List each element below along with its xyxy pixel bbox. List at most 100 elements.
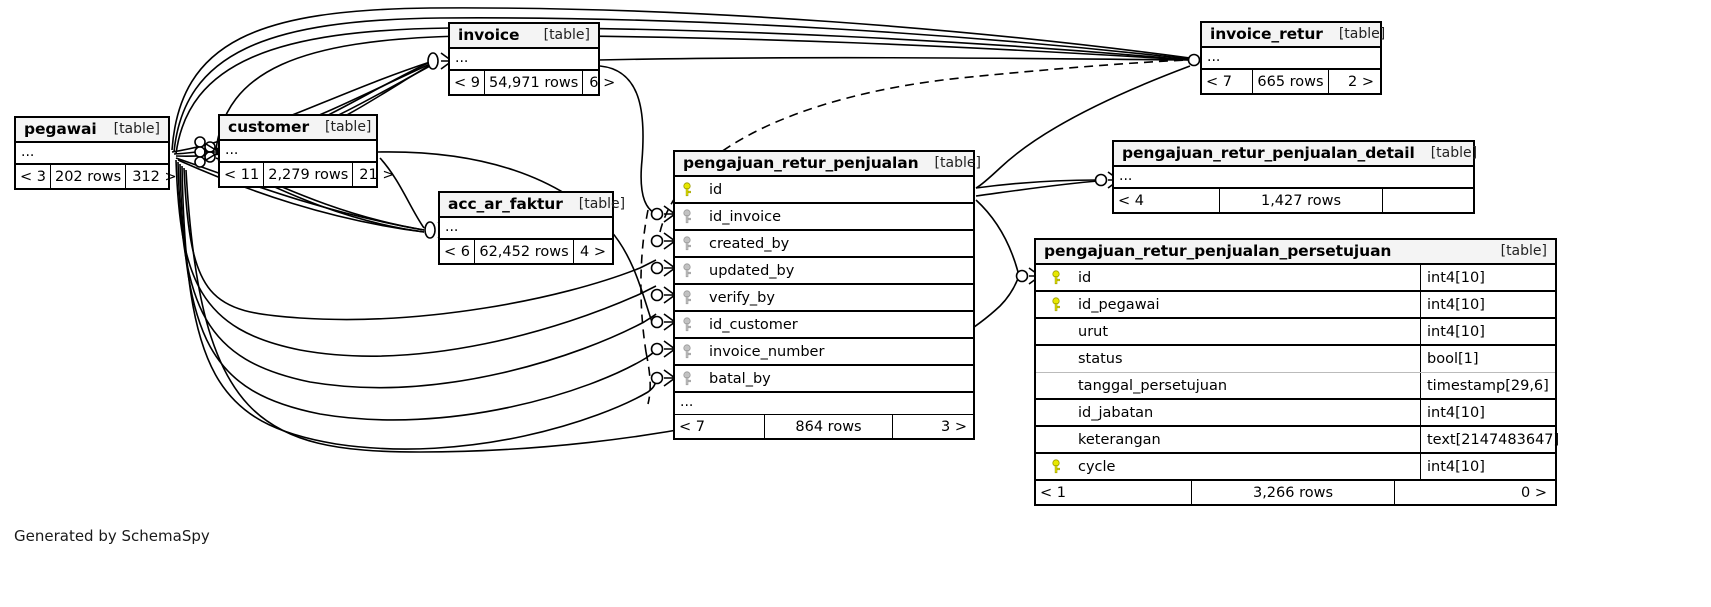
column-name: id bbox=[1078, 269, 1092, 286]
incoming-relations-count: < 9 bbox=[450, 71, 485, 94]
column-type: text[2147483647] bbox=[1420, 427, 1559, 452]
column-type: bool[1] bbox=[1420, 346, 1555, 372]
incoming-relations-count: < 11 bbox=[220, 163, 265, 186]
table-footer-invoice-retur: < 7 665 rows 2 > bbox=[1202, 70, 1380, 93]
incoming-relations-count: < 1 bbox=[1036, 481, 1192, 504]
column-name: id bbox=[709, 181, 723, 198]
table-node-pengajuan-retur-penjualan[interactable]: pengajuan_retur_penjualan [table] id id_… bbox=[673, 150, 981, 440]
incoming-relations-count: < 6 bbox=[440, 240, 475, 263]
column-row[interactable]: cycle int4[10] bbox=[1036, 454, 1555, 481]
column-row[interactable]: id int4[10] bbox=[1036, 265, 1555, 292]
table-title-invoice: invoice [table] bbox=[450, 24, 598, 49]
table-columns-ellipsis: ... bbox=[450, 49, 598, 71]
table-node-acc-ar-faktur[interactable]: acc_ar_faktur [table] ... < 6 62,452 row… bbox=[438, 191, 625, 265]
table-footer-pengajuan-retur-penjualan-detail: < 4 1,427 rows bbox=[1114, 189, 1473, 212]
table-node-pegawai[interactable]: pegawai [table] ... < 3 202 rows 312 > bbox=[14, 116, 177, 190]
column-name: updated_by bbox=[709, 262, 795, 279]
column-row[interactable]: invoice_number bbox=[675, 339, 973, 366]
column-name-cell: status bbox=[1036, 346, 1420, 372]
column-row[interactable]: updated_by bbox=[675, 258, 973, 285]
column-name: id_pegawai bbox=[1078, 296, 1160, 313]
table-columns-ellipsis: ... bbox=[16, 143, 168, 165]
foreign-key-icon bbox=[675, 289, 701, 306]
table-node-pengajuan-retur-penjualan-detail[interactable]: pengajuan_retur_penjualan_detail [table]… bbox=[1112, 140, 1478, 214]
table-node-invoice-retur[interactable]: invoice_retur [table] ... < 7 665 rows 2… bbox=[1200, 21, 1385, 95]
column-row[interactable]: id_invoice bbox=[675, 204, 973, 231]
foreign-key-icon bbox=[675, 316, 701, 333]
outgoing-relations-count: 3 > bbox=[941, 418, 967, 435]
table-footer-invoice: < 9 54,971 rows 6 > bbox=[450, 71, 615, 94]
incoming-relations-count: < 7 bbox=[675, 415, 765, 438]
column-name: urut bbox=[1078, 323, 1109, 340]
column-type: int4[10] bbox=[1420, 265, 1555, 290]
row-count: 62,452 rows bbox=[475, 240, 575, 263]
outgoing-relations-count: 21 > bbox=[359, 166, 395, 183]
table-footer-customer: < 11 2,279 rows 21 > bbox=[220, 163, 395, 186]
outgoing-relations-count: 4 > bbox=[580, 243, 606, 260]
row-count: 54,971 rows bbox=[485, 71, 584, 94]
column-row[interactable]: id_jabatan int4[10] bbox=[1036, 400, 1555, 427]
column-name-cell: urut bbox=[1036, 319, 1420, 344]
row-count: 864 rows bbox=[765, 415, 893, 438]
table-columns-ellipsis: ... bbox=[220, 141, 376, 163]
table-title-customer: customer [table] bbox=[220, 116, 376, 141]
table-footer-pengajuan-retur-penjualan: < 7 864 rows 3 > bbox=[675, 415, 973, 438]
column-name-cell: keterangan bbox=[1036, 427, 1420, 452]
column-name-cell: id_pegawai bbox=[1036, 292, 1420, 317]
outgoing-relations-count: 312 > bbox=[132, 168, 177, 185]
row-count: 1,427 rows bbox=[1220, 189, 1383, 212]
column-name: id_jabatan bbox=[1078, 404, 1154, 421]
column-name: created_by bbox=[709, 235, 790, 252]
table-type-label: [table] bbox=[578, 196, 626, 212]
table-name-label: customer bbox=[228, 118, 310, 136]
table-node-customer[interactable]: customer [table] ... < 11 2,279 rows 21 … bbox=[218, 114, 395, 188]
table-title-pengajuan-retur-penjualan: pengajuan_retur_penjualan [table] bbox=[675, 152, 981, 177]
column-row[interactable]: urut int4[10] bbox=[1036, 319, 1555, 346]
column-row[interactable]: keterangan text[2147483647] bbox=[1036, 427, 1559, 454]
table-title-pengajuan-retur-penjualan-persetujuan: pengajuan_retur_penjualan_persetujuan [t… bbox=[1036, 240, 1555, 265]
column-row[interactable]: status bool[1] bbox=[1036, 346, 1555, 373]
primary-key-icon bbox=[675, 181, 701, 198]
row-count: 202 rows bbox=[51, 165, 127, 188]
column-name: cycle bbox=[1078, 458, 1116, 475]
row-count: 665 rows bbox=[1253, 70, 1329, 93]
column-name: verify_by bbox=[709, 289, 775, 306]
column-type: int4[10] bbox=[1420, 400, 1555, 425]
foreign-key-icon bbox=[675, 262, 701, 279]
table-node-invoice[interactable]: invoice [table] ... < 9 54,971 rows 6 > bbox=[448, 22, 615, 96]
incoming-relations-count: < 4 bbox=[1114, 189, 1220, 212]
column-name: id_invoice bbox=[709, 208, 782, 225]
column-name-cell: id bbox=[1036, 265, 1420, 290]
column-name: keterangan bbox=[1078, 431, 1161, 448]
primary-key-icon bbox=[1044, 296, 1070, 313]
table-title-acc-ar-faktur: acc_ar_faktur [table] bbox=[440, 193, 625, 218]
table-name-label: pengajuan_retur_penjualan_detail bbox=[1122, 144, 1415, 162]
table-name-label: invoice_retur bbox=[1210, 25, 1323, 43]
table-footer-acc-ar-faktur: < 6 62,452 rows 4 > bbox=[440, 240, 612, 263]
table-columns-ellipsis: ... bbox=[1202, 48, 1380, 70]
column-type: int4[10] bbox=[1420, 292, 1555, 317]
column-row[interactable]: tanggal_persetujuan timestamp[29,6] bbox=[1036, 373, 1555, 400]
column-row[interactable]: batal_by bbox=[675, 366, 973, 393]
table-type-label: [table] bbox=[1430, 145, 1478, 161]
primary-key-icon bbox=[1044, 458, 1070, 475]
foreign-key-icon bbox=[675, 235, 701, 252]
column-name-cell: tanggal_persetujuan bbox=[1036, 373, 1420, 398]
table-node-pengajuan-retur-penjualan-persetujuan[interactable]: pengajuan_retur_penjualan_persetujuan [t… bbox=[1034, 238, 1559, 506]
column-row[interactable]: id bbox=[675, 177, 973, 204]
column-name: status bbox=[1078, 351, 1123, 367]
outgoing-relations-count: 2 > bbox=[1348, 73, 1374, 90]
column-row[interactable]: created_by bbox=[675, 231, 973, 258]
row-count: 2,279 rows bbox=[264, 163, 354, 186]
generated-by-label: Generated by SchemaSpy bbox=[14, 527, 210, 545]
table-type-label: [table] bbox=[113, 121, 160, 137]
column-type: int4[10] bbox=[1420, 319, 1555, 344]
incoming-relations-count: < 3 bbox=[16, 165, 51, 188]
table-title-invoice-retur: invoice_retur [table] bbox=[1202, 23, 1385, 48]
column-name: id_customer bbox=[709, 316, 798, 333]
column-row[interactable]: id_customer bbox=[675, 312, 973, 339]
foreign-key-icon bbox=[675, 370, 701, 387]
column-row[interactable]: id_pegawai int4[10] bbox=[1036, 292, 1555, 319]
column-row[interactable]: verify_by bbox=[675, 285, 973, 312]
